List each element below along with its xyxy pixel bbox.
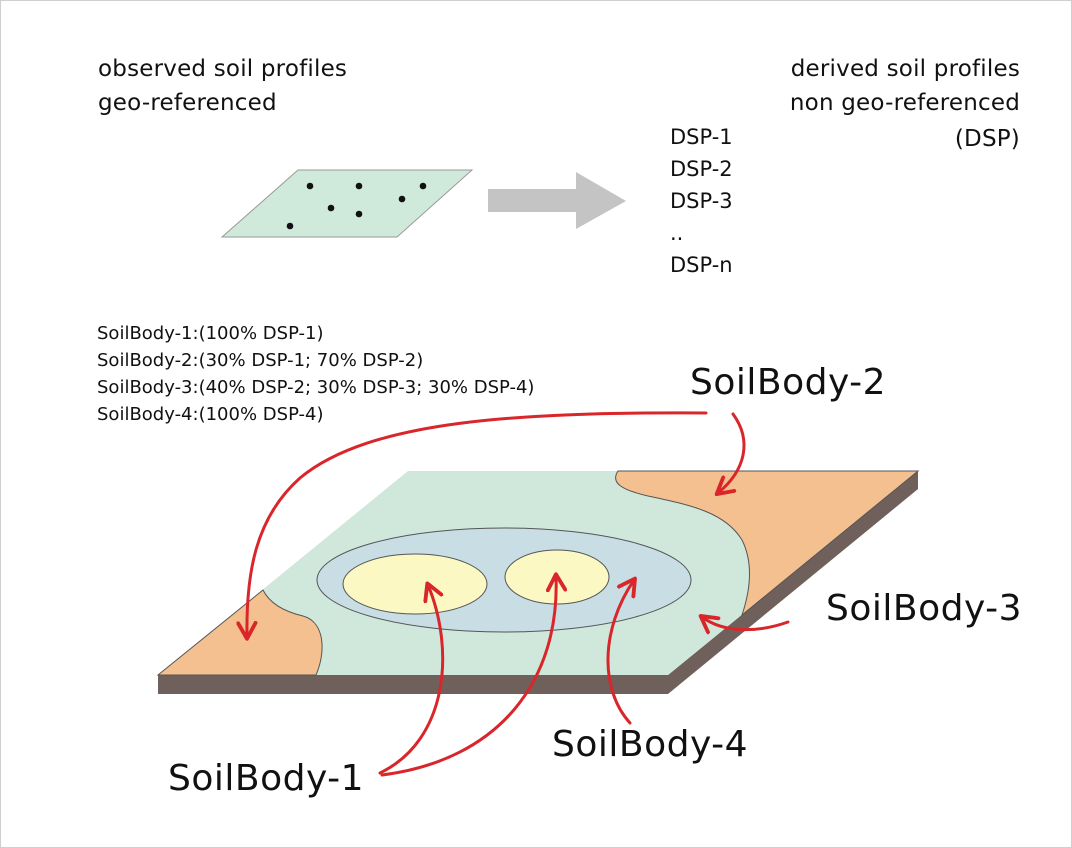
soilbody3-arrow [702, 617, 790, 630]
soilbody4-label: SoilBody-4 [552, 724, 749, 765]
profile-point [355, 182, 363, 190]
profile-point [355, 210, 363, 218]
profile-point [306, 182, 314, 190]
dsp-item: DSP-1 [670, 125, 733, 149]
soilbody-composition: SoilBody-2:(30% DSP-1; 70% DSP-2) [97, 350, 424, 371]
soilbody2-arrow-right [718, 412, 746, 493]
soilbody1-arrow-a [378, 585, 445, 775]
soilbody2-label: SoilBody-2 [690, 362, 887, 403]
profile-point [286, 222, 294, 230]
profile-point [419, 182, 427, 190]
soilbody-composition: SoilBody-4:(100% DSP-4) [97, 404, 324, 425]
observed-profile-points [286, 182, 427, 230]
soilbody2-arrow-left [247, 411, 708, 637]
derived-title-line3: (DSP) [954, 126, 1020, 152]
slab-front-edge [158, 675, 668, 694]
soilbody1-label: SoilBody-1 [168, 758, 365, 799]
observed-title-line2: geo-referenced [98, 90, 277, 116]
dsp-item: .. [670, 221, 684, 245]
derivation-arrow [488, 172, 626, 229]
soilbody-composition: SoilBody-1:(100% DSP-1) [97, 323, 324, 344]
dsp-item: DSP-3 [670, 189, 733, 213]
soilbody2-region-right [615, 470, 920, 617]
profile-point [398, 195, 406, 203]
profile-point [327, 204, 335, 212]
observed-profiles-plane [220, 169, 474, 238]
soilbody-composition: SoilBody-3:(40% DSP-2; 30% DSP-3; 30% DS… [97, 377, 535, 398]
dsp-item: DSP-2 [670, 157, 733, 181]
dsp-item: DSP-n [670, 253, 733, 277]
observed-title-line1: observed soil profiles [98, 56, 348, 82]
soilbody1-region-a [342, 553, 488, 615]
soilbody3-label: SoilBody-3 [826, 588, 1023, 629]
soilbody4-arrow [606, 580, 634, 725]
derived-title-line1: derived soil profiles [790, 56, 1020, 82]
soilbody1-arrow-b [380, 576, 556, 777]
slab-right-edge [668, 471, 918, 694]
derived-title-line2: non geo-referenced [789, 90, 1020, 116]
